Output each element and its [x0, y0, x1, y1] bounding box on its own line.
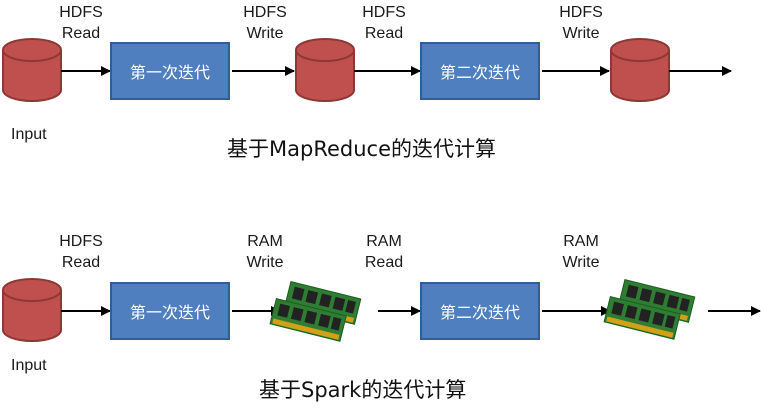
- io-label-line2: Read: [61, 25, 101, 42]
- io-label: HDFS Write: [220, 2, 310, 44]
- input-label: Input: [11, 126, 47, 143]
- io-label: HDFS Read: [36, 2, 126, 44]
- iteration-step-box: 第二次迭代: [420, 282, 540, 340]
- mapreduce-caption: 基于MapReduce的迭代计算: [227, 137, 496, 161]
- io-label: RAM Write: [220, 231, 310, 273]
- io-label-line2: Read: [364, 254, 404, 271]
- io-label-line1: HDFS: [243, 4, 287, 21]
- io-label: HDFS Write: [536, 2, 626, 44]
- disk-icon: [2, 38, 62, 102]
- iteration-step-box: 第一次迭代: [110, 282, 230, 340]
- io-label-line1: HDFS: [59, 233, 103, 250]
- disk-icon: [2, 278, 62, 342]
- io-label-line2: Write: [562, 25, 600, 42]
- io-label-line2: Write: [246, 254, 284, 271]
- mapreduce-flow: [2, 38, 732, 102]
- ram-module-icon: [603, 279, 696, 340]
- io-label-line2: Write: [562, 254, 600, 271]
- io-label: HDFS Read: [36, 231, 126, 273]
- io-label-line1: HDFS: [59, 4, 103, 21]
- io-label-line1: RAM: [247, 233, 283, 250]
- spark-caption: 基于Spark的迭代计算: [259, 378, 467, 402]
- iteration-step-box: 第一次迭代: [110, 42, 230, 100]
- io-label-line2: Read: [364, 25, 404, 42]
- spark-flow: [2, 278, 761, 342]
- io-label-line1: RAM: [563, 233, 599, 250]
- ram-module-icon: [269, 281, 362, 342]
- io-label-line1: HDFS: [559, 4, 603, 21]
- iteration-step-box: 第二次迭代: [420, 42, 540, 100]
- io-label-line2: Read: [61, 254, 101, 271]
- io-label-line2: Write: [246, 25, 284, 42]
- io-label: RAM Write: [536, 231, 626, 273]
- disk-icon: [610, 38, 670, 102]
- io-label: HDFS Read: [339, 2, 429, 44]
- io-label-line1: HDFS: [362, 4, 406, 21]
- input-label: Input: [11, 357, 47, 374]
- io-label-line1: RAM: [366, 233, 402, 250]
- io-label: RAM Read: [339, 231, 429, 273]
- disk-icon: [295, 38, 355, 102]
